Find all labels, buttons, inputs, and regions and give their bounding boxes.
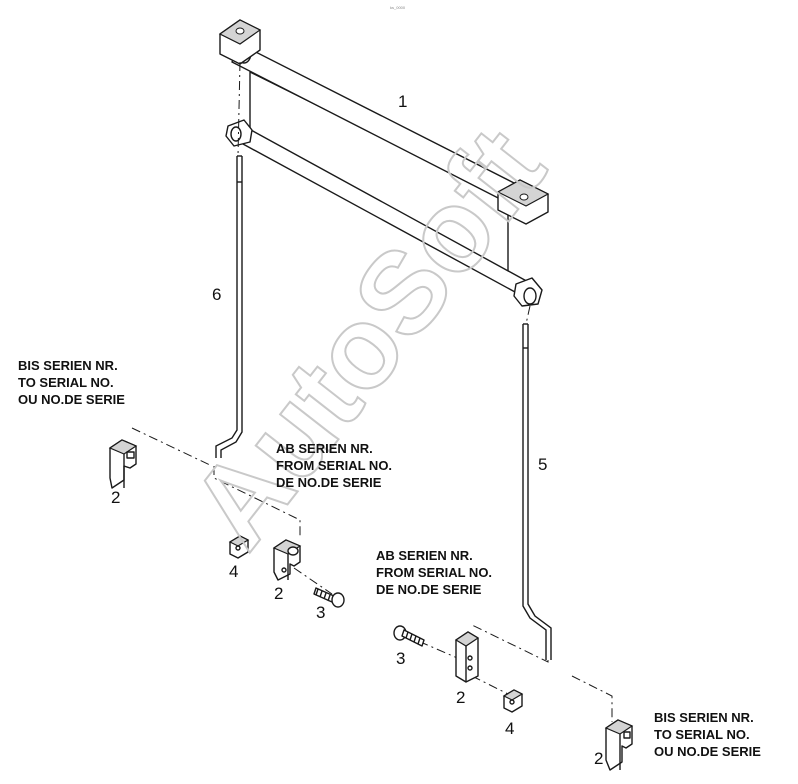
- note-line: TO SERIAL NO.: [654, 727, 750, 742]
- nut-center: [228, 535, 250, 559]
- note-line: OU NO.DE SERIE: [18, 392, 125, 407]
- callout-3-right: 3: [396, 649, 405, 668]
- bottom-bar-left-end: [225, 119, 253, 147]
- callout-6: 6: [212, 285, 221, 304]
- clip-right-old: [604, 719, 634, 771]
- callout-2-far-right: 2: [594, 749, 603, 768]
- clip-right-new: [454, 631, 480, 683]
- screw-right: [393, 625, 425, 647]
- top-right-bracket: [496, 179, 550, 225]
- note-from-serial-right: AB SERIEN NR. FROM SERIAL NO. DE NO.DE S…: [376, 548, 492, 597]
- nut-right: [502, 689, 524, 713]
- callout-4-left: 4: [229, 562, 238, 581]
- callout-2-right: 2: [456, 688, 465, 707]
- left-guide-rod: [215, 155, 243, 458]
- callout-2-center: 2: [274, 584, 283, 603]
- note-line: OU NO.DE SERIE: [654, 744, 761, 759]
- note-line: FROM SERIAL NO.: [276, 458, 392, 473]
- callout-5: 5: [538, 455, 547, 474]
- callout-1: 1: [398, 92, 407, 111]
- note-line: DE NO.DE SERIE: [276, 475, 382, 490]
- right-guide-rod: [522, 323, 552, 660]
- alignment-lines: [131, 61, 613, 722]
- note-line: AB SERIEN NR.: [276, 441, 373, 456]
- callout-3-center: 3: [316, 603, 325, 622]
- clip-center-new: [272, 539, 302, 581]
- callout-2-left: 2: [111, 488, 120, 507]
- note-to-serial-left: BIS SERIEN NR. TO SERIAL NO. OU NO.DE SE…: [18, 358, 125, 407]
- note-line: DE NO.DE SERIE: [376, 582, 482, 597]
- note-line: TO SERIAL NO.: [18, 375, 114, 390]
- callout-4-right: 4: [505, 719, 514, 738]
- note-to-serial-right: BIS SERIEN NR. TO SERIAL NO. OU NO.DE SE…: [654, 710, 761, 759]
- note-line: BIS SERIEN NR.: [18, 358, 118, 373]
- roller-blind-assembly: [218, 19, 550, 307]
- corner-mark: ks_0000: [390, 5, 406, 10]
- note-line: FROM SERIAL NO.: [376, 565, 492, 580]
- note-line: AB SERIEN NR.: [376, 548, 473, 563]
- clip-left-old: [108, 439, 138, 489]
- callout-numbers: 1 6 5 2 4 2 3 3 2 4 2: [111, 92, 603, 768]
- note-from-serial-center: AB SERIEN NR. FROM SERIAL NO. DE NO.DE S…: [276, 441, 392, 490]
- note-line: BIS SERIEN NR.: [654, 710, 754, 725]
- top-left-bracket: [218, 19, 262, 65]
- bottom-bar-right-end: [513, 277, 543, 307]
- screw-center: [313, 587, 345, 608]
